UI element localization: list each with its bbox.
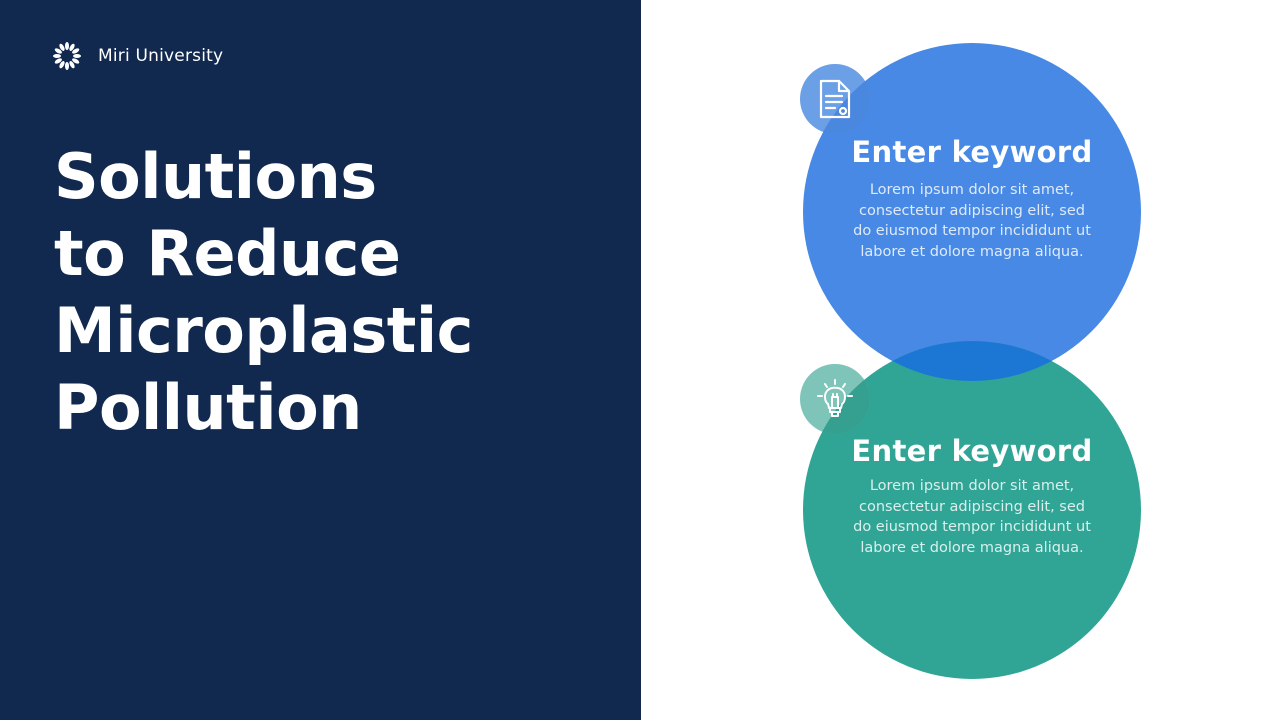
document-icon	[819, 79, 851, 119]
brand-name: Miri University	[98, 46, 224, 66]
keyword-card-bottom: Enter keyword Lorem ipsum dolor sit amet…	[803, 433, 1141, 559]
keyword-card-top: Enter keyword Lorem ipsum dolor sit amet…	[803, 134, 1141, 263]
card-title: Enter keyword	[851, 135, 1093, 169]
title-line: Microplastic	[54, 294, 473, 367]
lightbulb-icon	[817, 379, 853, 417]
brand: Miri University	[52, 42, 223, 70]
title-line: Pollution	[54, 371, 362, 444]
title-line: to Reduce	[54, 217, 401, 290]
card-body: Lorem ipsum dolor sit amet, consectetur …	[853, 182, 1091, 261]
page-title: Solutions to Reduce Microplastic Polluti…	[54, 138, 473, 446]
left-panel: Miri University Solutions to Reduce Micr…	[0, 0, 641, 720]
title-line: Solutions	[54, 140, 377, 213]
card-title: Enter keyword	[851, 434, 1093, 468]
icon-bubble-bottom	[800, 364, 870, 434]
card-body: Lorem ipsum dolor sit amet, consectetur …	[853, 478, 1091, 557]
sunburst-logo-icon	[53, 42, 81, 70]
icon-bubble-top	[800, 64, 870, 134]
